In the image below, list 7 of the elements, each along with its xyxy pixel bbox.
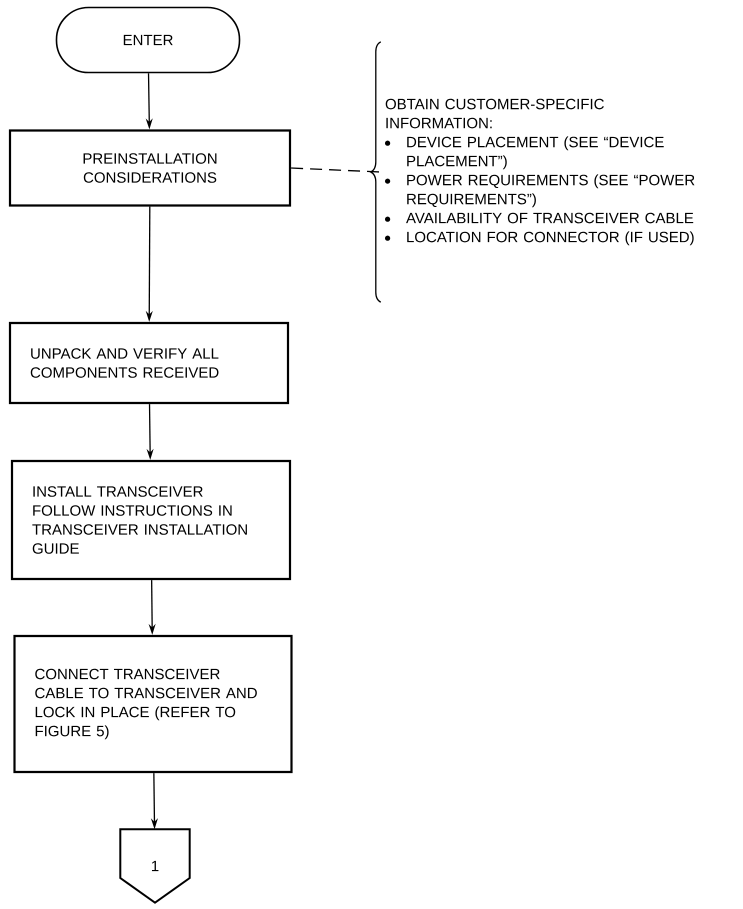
process-box: PREINSTALLATION CONSIDERATIONS xyxy=(8,129,292,207)
dashed-line xyxy=(291,167,381,173)
process-box: CONNECT TRANSCEIVER CABLE TO TRANSCEIVER AND LOCK IN PLACE (REFER TO FIGURE 5) xyxy=(13,634,293,774)
process-box: UNPACK AND VERIFY ALL COMPONENTS RECEIVED xyxy=(8,322,290,404)
off-page-connector: 1 xyxy=(119,828,191,904)
process-box: INSTALL TRANSCEIVER FOLLOW INSTRUCTIONS IN TRANSCEIVER INSTALLATION GUIDE xyxy=(10,460,292,580)
note-text: OBTAIN CUSTOMER-SPECIFIC INFORMATION: DEVICE PLACEMENT (SEE “DEVICE PLACEMENT”) POWER REQUIREMENTS (SEE “POWER REQUIREMENTS”) AVAILABILITY OF TRANSCEIVER CABLE LOCATION FOR CONNECTOR (IF USED) xyxy=(370,41,694,303)
